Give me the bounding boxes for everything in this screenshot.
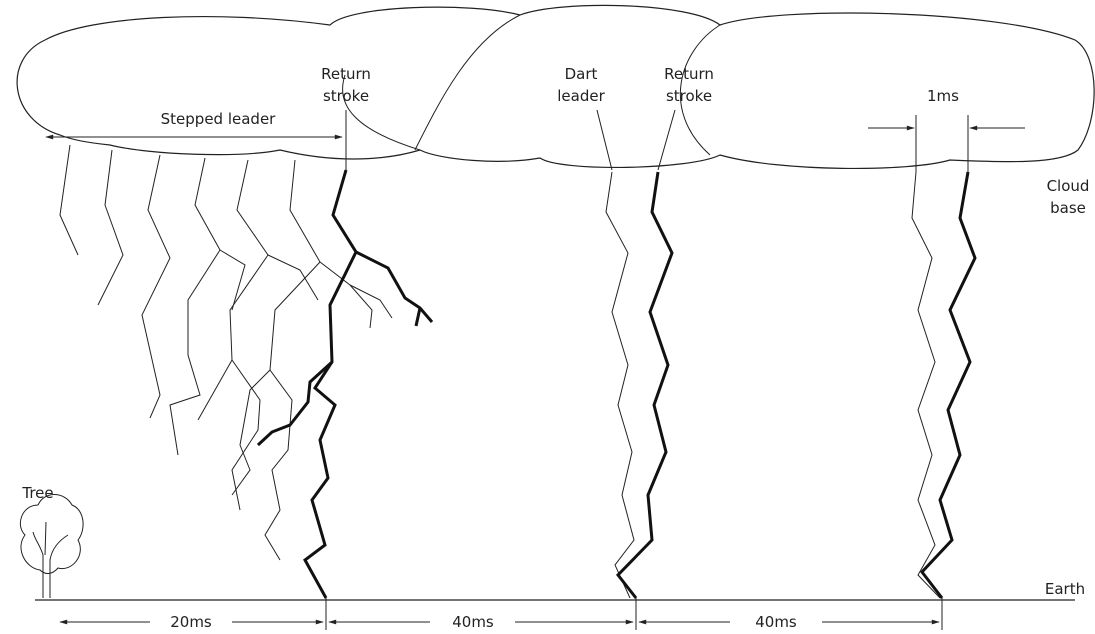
earth-label: Earth [1045,580,1085,598]
stepped-leader-label: Stepped leader [161,110,277,128]
return-stroke-3-channel [920,171,977,599]
interval-2-label: 40ms [452,613,494,631]
one-ms-dimension [868,115,1025,172]
return-stroke-1-channel [256,169,434,599]
dart-leader-pointer [596,109,613,171]
timing-dimensions [59,598,943,630]
tree-icon [20,494,84,598]
one-ms-label: 1ms [927,87,959,105]
return-stroke-1-label-line2: stroke [323,87,369,105]
tree-label: Tree [21,484,53,502]
dart-leader-3-channel [911,171,941,599]
return-stroke-2-pointer [657,109,676,171]
interval-3-label: 40ms [755,613,797,631]
dart-leader-label-line2: leader [557,87,605,105]
dart-leader-channel [605,171,635,599]
return-stroke-1-label-line1: Return [321,65,371,83]
return-stroke-2-label-line2: stroke [666,87,712,105]
return-stroke-2-channel [616,171,674,599]
cloud-base-label-line1: Cloud [1047,177,1090,195]
return-stroke-2-label-line1: Return [664,65,714,83]
dart-leader-label-line1: Dart [565,65,598,83]
stepped-leader-branches [59,144,393,561]
interval-1-label: 20ms [170,613,212,631]
thundercloud [16,4,1095,170]
cloud-base-label-line2: base [1050,199,1086,217]
